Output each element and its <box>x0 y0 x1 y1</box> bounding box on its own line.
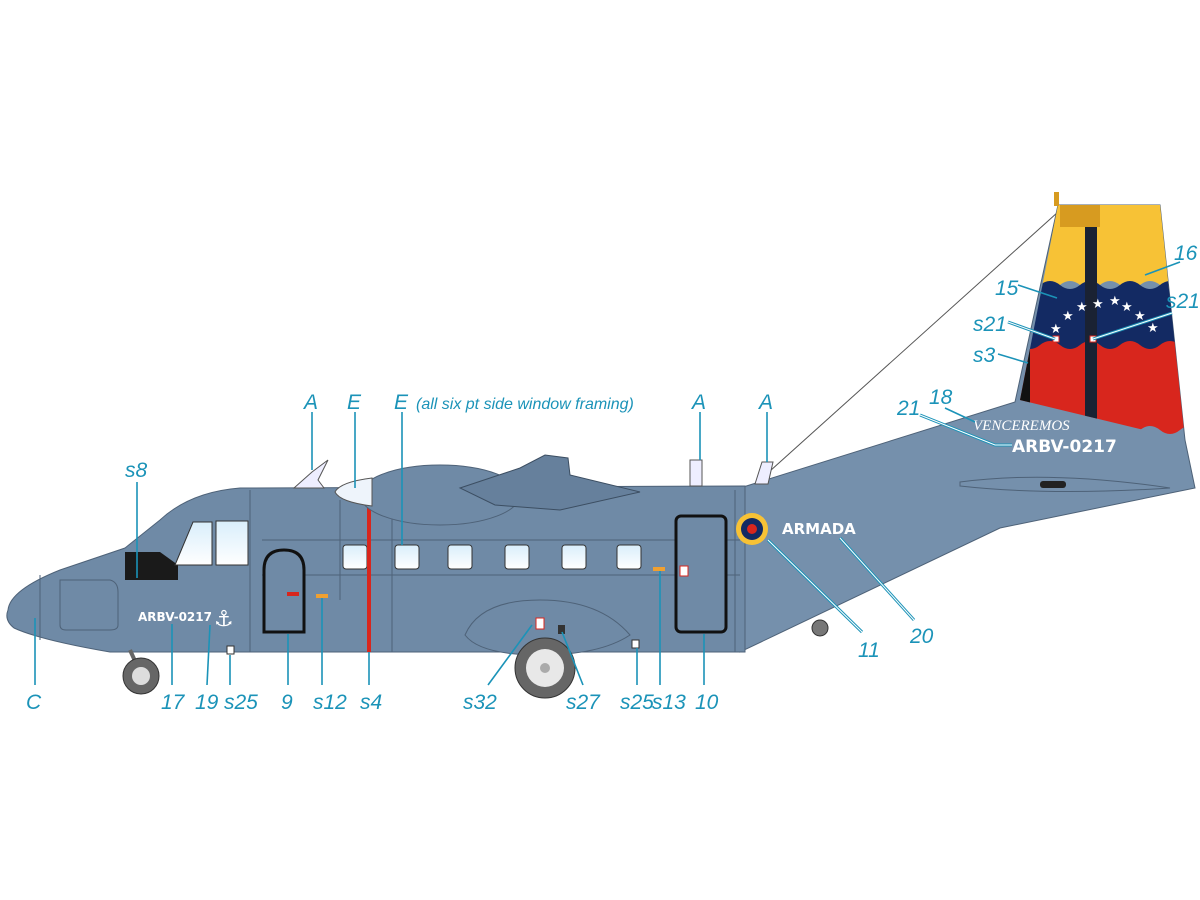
svg-text:★: ★ <box>1109 294 1121 309</box>
callout-E-window-framing: E <box>394 391 409 414</box>
rear-cargo-door <box>674 514 728 634</box>
svg-text:★: ★ <box>1076 300 1088 315</box>
callout-9: 9 <box>281 691 293 714</box>
roundel <box>736 513 768 545</box>
callout-s8: s8 <box>125 459 148 482</box>
callout-16: 16 <box>1174 242 1198 265</box>
callout-labels: A E E (all six pt side window framing) A… <box>26 242 1200 714</box>
fin-tip-antenna <box>1054 192 1059 206</box>
callout-s13: s13 <box>652 691 686 714</box>
motto-venceremos: VENCEREMOS <box>973 418 1070 434</box>
leader-lines <box>34 261 1181 686</box>
cockpit-window-front <box>174 521 213 566</box>
callout-11: 11 <box>858 639 880 662</box>
svg-text:★: ★ <box>1121 300 1133 315</box>
svg-text:★: ★ <box>1134 309 1146 324</box>
landing-gear <box>122 619 829 699</box>
callout-s25-front: s25 <box>224 691 258 714</box>
callout-s4: s4 <box>360 691 382 714</box>
antennas <box>292 459 774 489</box>
anchor-icon: ⚓ <box>214 607 234 632</box>
antenna-wire <box>759 211 1059 481</box>
callout-A-antenna-front: A <box>302 391 318 414</box>
wing <box>458 454 641 511</box>
armada-marking: ARMADA <box>782 520 856 538</box>
callout-18: 18 <box>929 386 953 409</box>
callout-19: 19 <box>195 691 219 714</box>
callout-15: 15 <box>995 277 1019 300</box>
cockpit-window-side <box>215 520 249 566</box>
callout-21: 21 <box>896 397 920 420</box>
svg-text:★: ★ <box>1147 321 1159 336</box>
callout-10: 10 <box>695 691 719 714</box>
front-door <box>262 548 306 634</box>
callout-s21-left: s21 <box>973 313 1007 336</box>
callout-s27: s27 <box>566 691 601 714</box>
cabin-windows <box>342 544 642 570</box>
propeller-warning-line <box>367 495 371 652</box>
nose-serial: ARBV-0217 <box>138 610 212 624</box>
callout-s3: s3 <box>973 344 996 367</box>
callout-20: 20 <box>909 625 934 648</box>
undercarriage-sponson <box>464 599 631 656</box>
tail-section: ★★★ ★★★ ★★ VENCEREMOS ARBV-0217 <box>739 192 1196 653</box>
svg-text:★: ★ <box>1092 297 1104 312</box>
flag-stars: ★★★ ★★★ ★★ <box>1050 294 1159 337</box>
callout-s12: s12 <box>313 691 347 714</box>
callout-A-antenna-rear: A <box>757 391 773 414</box>
callout-s32: s32 <box>463 691 497 714</box>
callout-17: 17 <box>161 691 186 714</box>
engine-nacelle <box>334 454 641 526</box>
callout-E-note: (all six pt side window framing) <box>416 396 634 413</box>
callout-s25-rear: s25 <box>620 691 654 714</box>
tail-serial: ARBV-0217 <box>1012 437 1117 457</box>
fuselage: ARMADA ARBV-0217 ⚓ <box>6 485 856 656</box>
callout-A-antenna-mid: A <box>690 391 706 414</box>
cockpit-black-panel <box>125 552 178 580</box>
callout-C: C <box>26 691 42 714</box>
callout-s21-right: s21 <box>1166 290 1200 313</box>
svg-text:★: ★ <box>1050 322 1062 337</box>
callout-E-spinner: E <box>347 391 362 414</box>
svg-text:★: ★ <box>1062 309 1074 324</box>
